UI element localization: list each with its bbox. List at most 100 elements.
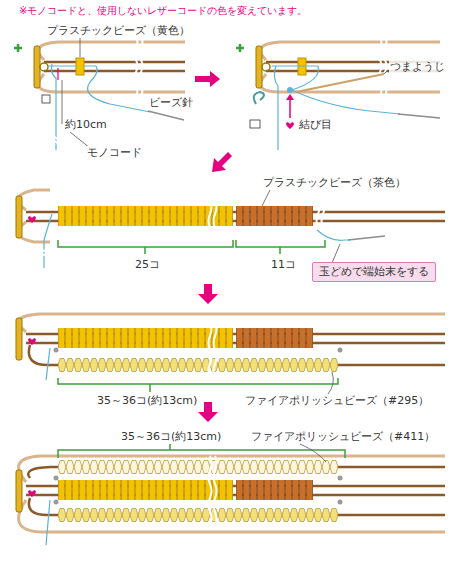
brown-bead-row bbox=[236, 480, 313, 500]
callout-text: 玉どめで端始末をする bbox=[319, 265, 429, 279]
mono-cord bbox=[48, 65, 96, 66]
fire-polish-row bbox=[58, 508, 338, 522]
fire-polish-row bbox=[58, 358, 338, 372]
knot bbox=[54, 348, 59, 353]
part-name: ファイアポリッシュビーズ（#411） bbox=[250, 430, 436, 443]
knot bbox=[338, 348, 343, 353]
count-bracket bbox=[58, 240, 233, 254]
yellow-bead-row bbox=[58, 480, 233, 500]
heart-mark bbox=[286, 122, 294, 129]
mono-cord bbox=[88, 66, 151, 112]
step-arrow bbox=[198, 402, 218, 422]
mono-cord bbox=[44, 214, 52, 268]
break-mark bbox=[50, 137, 62, 144]
brown-bead-row bbox=[236, 328, 313, 348]
beading-needle bbox=[398, 114, 440, 118]
panel-4 bbox=[16, 314, 445, 394]
knot bbox=[54, 500, 59, 505]
part-name: モノコード bbox=[86, 146, 143, 159]
leather-cord bbox=[44, 61, 185, 64]
mono-cord bbox=[274, 66, 278, 150]
toggle-bar bbox=[16, 196, 22, 238]
toggle-bar bbox=[16, 318, 22, 360]
dimension-label: 約10cm bbox=[64, 118, 108, 131]
knot bbox=[338, 500, 343, 505]
yellow-bead-row bbox=[58, 328, 233, 348]
clasp-ring bbox=[262, 63, 270, 71]
leather-cord bbox=[260, 42, 440, 60]
part-name: 結び目 bbox=[298, 118, 333, 131]
count-label: 11コ bbox=[270, 258, 297, 271]
fire-polish-row bbox=[58, 460, 338, 474]
toggle-bar bbox=[34, 46, 40, 88]
knot bbox=[338, 476, 343, 481]
leader-line bbox=[332, 244, 340, 263]
leather-cord bbox=[38, 74, 185, 92]
count-label: 25コ bbox=[134, 258, 161, 271]
beading-needle bbox=[348, 236, 385, 240]
toothpick bbox=[296, 74, 384, 92]
beading-needle bbox=[148, 111, 184, 120]
leather-cord bbox=[19, 500, 445, 532]
leader-line bbox=[80, 38, 81, 57]
mono-cord bbox=[292, 66, 318, 90]
pointer-arrow-head bbox=[286, 94, 294, 100]
green-mark bbox=[236, 44, 244, 52]
leather-cord bbox=[260, 74, 440, 92]
part-name: プラスチックビーズ（黄色） bbox=[46, 24, 191, 37]
break-mark bbox=[209, 322, 217, 378]
green-mark bbox=[14, 44, 22, 52]
yellow-bead-row bbox=[58, 206, 233, 226]
panel-3 bbox=[16, 190, 445, 268]
step-arrow bbox=[212, 152, 232, 172]
mono-cord bbox=[272, 65, 318, 66]
mono-cord bbox=[46, 500, 50, 545]
callout-box: 玉どめで端始末をする bbox=[312, 262, 436, 282]
count-label: 35～36コ(約13cm) bbox=[120, 430, 222, 443]
panel-2 bbox=[236, 36, 440, 150]
mono-cord bbox=[46, 348, 50, 380]
heart-mark bbox=[28, 338, 36, 345]
leather-cord bbox=[19, 456, 445, 482]
toggle-bar bbox=[256, 46, 262, 88]
leader-line bbox=[328, 372, 333, 394]
break-mark bbox=[209, 456, 217, 526]
tape-symbol bbox=[42, 95, 50, 103]
heart-mark bbox=[28, 490, 36, 497]
mono-cord bbox=[292, 90, 400, 114]
toggle-bar bbox=[16, 470, 22, 512]
mono-cord-loops bbox=[58, 226, 317, 235]
break-mark bbox=[42, 251, 48, 257]
step-arrow bbox=[198, 284, 218, 304]
dimension-line bbox=[62, 80, 63, 124]
clasp-ring bbox=[40, 63, 48, 71]
count-label: 35～36コ(約13cm) bbox=[96, 394, 198, 407]
leader-line bbox=[262, 190, 270, 206]
panel-1 bbox=[14, 36, 185, 150]
count-bracket bbox=[236, 240, 325, 254]
part-name: ファイアポリッシュビーズ（#295） bbox=[244, 394, 430, 407]
leader-line bbox=[384, 70, 388, 74]
tool-symbol bbox=[254, 92, 264, 104]
tape-symbol bbox=[250, 120, 260, 128]
mono-cord bbox=[317, 230, 350, 240]
count-bracket bbox=[58, 378, 338, 392]
brown-bead-row bbox=[236, 206, 313, 226]
panel-5 bbox=[16, 444, 445, 545]
yellow-bead bbox=[76, 58, 84, 75]
count-bracket bbox=[58, 444, 345, 458]
leather-cord bbox=[38, 42, 185, 60]
knot bbox=[54, 476, 59, 481]
part-name: つまようじ bbox=[389, 60, 446, 73]
leader-line bbox=[300, 444, 326, 462]
break-mark bbox=[209, 200, 325, 242]
leather-cord bbox=[44, 70, 185, 73]
pointer-arrow bbox=[57, 68, 58, 80]
heart-mark bbox=[28, 216, 36, 223]
part-name: プラスチックビーズ（茶色） bbox=[262, 176, 407, 189]
note-text: ※モノコードと、使用しないレザーコードの色を変えています。 bbox=[18, 4, 308, 17]
break-mark bbox=[379, 36, 387, 96]
part-name: ビーズ針 bbox=[148, 96, 194, 109]
